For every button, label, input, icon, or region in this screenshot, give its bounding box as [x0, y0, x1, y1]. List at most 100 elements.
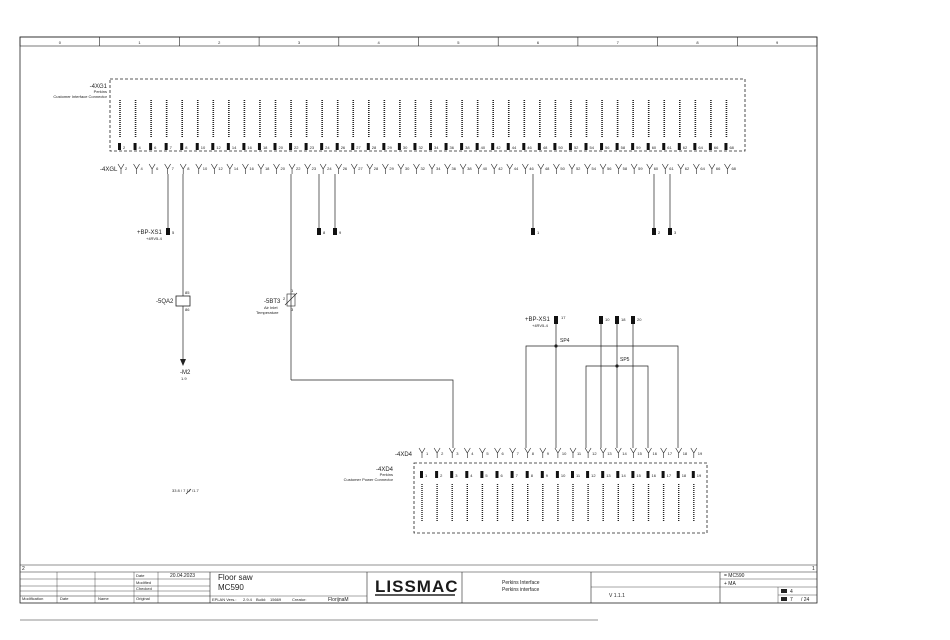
xd4-terminal-label: 11	[577, 451, 582, 456]
xd4-pin-label: 11	[576, 473, 581, 478]
xg1-pin-block	[568, 143, 572, 150]
m2-sub: 1.9	[181, 376, 187, 381]
xd4-terminal-label: 2	[441, 451, 444, 456]
plug-terminal-icon	[433, 447, 441, 458]
plug-terminal-icon	[335, 163, 342, 174]
pin-block-1	[531, 228, 535, 235]
xgl-terminal-label: 28	[374, 166, 379, 171]
plug-terminal-icon	[599, 447, 607, 458]
xd4-pin-label: 17	[667, 473, 672, 478]
xd4-pin-block	[540, 471, 544, 478]
column-label: 4	[378, 40, 381, 45]
xg1-pin-label: 18	[263, 145, 268, 150]
pin-label-1: 1	[537, 230, 540, 235]
tb-build-label: Build:	[256, 597, 266, 602]
tb-eplan-ver: 2.9.4	[243, 597, 253, 602]
xg1-pin-block	[444, 143, 448, 150]
xd4-pin-label: 3	[455, 473, 458, 478]
xg1-pin-block	[506, 143, 510, 150]
tb-date: 20.04.2023	[170, 573, 195, 579]
plug-terminal-icon	[661, 163, 669, 174]
xg1-pin-block	[677, 143, 681, 150]
xd4-terminal-label: 12	[592, 451, 597, 456]
row-label-right: 1	[812, 566, 815, 572]
plug-terminal-icon	[382, 163, 389, 174]
xd4-pin-block	[646, 471, 650, 478]
xg1-pin-label: 16	[247, 145, 252, 150]
xd4-pin-block	[525, 471, 529, 478]
xd4-pin-label: 10	[561, 473, 566, 478]
plug-terminal-icon	[539, 447, 547, 458]
xgl-terminal-label: 60	[654, 166, 659, 171]
plug-terminal-icon	[677, 163, 685, 174]
column-label: 1	[138, 40, 141, 45]
tb-date-label: Date	[136, 573, 145, 578]
pin-block-20	[631, 316, 635, 324]
xd4-terminal-label: 13	[607, 451, 612, 456]
sbt3-pin1: 1	[291, 288, 294, 293]
title-block: Date 20.04.2023 Modified Checked Origina…	[20, 571, 817, 603]
sbt3-pin2: 2	[283, 296, 286, 301]
bp-xs1-top-pin-block	[166, 228, 170, 235]
xd4-terminal-label: 10	[562, 451, 567, 456]
xgl-tag: -4XGL	[100, 167, 118, 173]
plug-terminal-icon	[350, 163, 358, 174]
xg1-pin-label: 28	[372, 145, 377, 150]
plug-terminal-icon	[117, 163, 125, 174]
plug-terminal-icon	[708, 163, 716, 174]
tb-checked-label: Checked	[136, 586, 152, 591]
xd4-pin-block	[661, 471, 665, 478]
xd4-pin-label: 2	[440, 473, 443, 478]
xd4-pin-label: 13	[606, 473, 611, 478]
xg1-pin-label: 56	[605, 145, 610, 150]
xg1-pin-label: 54	[590, 145, 595, 150]
xd4-pin-block	[480, 471, 484, 478]
xgl-terminal-label: 54	[592, 166, 597, 171]
xd4-pin-label: 5	[485, 473, 488, 478]
column-label: 5	[457, 40, 460, 45]
column-label: 0	[59, 40, 62, 45]
xg1-pin-block	[646, 143, 650, 150]
plug-terminal-icon	[304, 163, 311, 174]
xgl-terminal-label: 22	[296, 166, 301, 171]
xd4-terminal-label: 16	[653, 451, 658, 456]
xd4-pin-block	[465, 471, 469, 478]
plug-terminal-icon	[584, 163, 591, 174]
xd4-title: Customer Power Connector	[344, 477, 394, 482]
xg1-pin-block	[708, 143, 712, 150]
plug-terminal-icon	[660, 447, 667, 458]
tb-name-col: Name	[98, 596, 109, 601]
xgl-terminal-label: 61	[669, 166, 674, 171]
xg1-pin-label: 29	[387, 145, 392, 150]
xgl-terminal-label: 48	[545, 166, 550, 171]
xg1-pin-label: 48	[543, 145, 548, 150]
xgl-terminal-label: 58	[623, 166, 628, 171]
xgl-terminal-label: 68	[731, 166, 736, 171]
tb-code2: + MA	[724, 581, 736, 587]
xd4-terminal-label: 7	[517, 451, 520, 456]
xg1-pin-block	[522, 143, 526, 150]
xd4-pin-block	[555, 471, 559, 478]
xd4-pin-label: 6	[501, 473, 504, 478]
pin-block-9	[333, 228, 337, 235]
xd4-pin-block	[420, 471, 423, 478]
xg1-pin-label: 30	[403, 145, 408, 150]
xg1-pin-label: 60	[652, 145, 657, 150]
tb-date-col: Date	[60, 596, 69, 601]
xd4-pin-block	[571, 471, 574, 478]
xgl-terminal-label: 56	[607, 166, 612, 171]
column-dividers	[99, 37, 738, 46]
xg1-pin-block	[149, 143, 153, 150]
xgl-terminal-label: 29	[389, 166, 394, 171]
xg1-pin-label: 14	[232, 145, 237, 150]
column-label: 2	[218, 40, 221, 45]
xgl-terminal-label: 2	[125, 166, 128, 171]
sp4-label: SP4	[560, 338, 570, 344]
xgl-terminal-label: 59	[638, 166, 643, 171]
xg1-pin-label: 36	[450, 145, 455, 150]
column-label: 6	[537, 40, 540, 45]
xd4-terminal-label: 18	[683, 451, 688, 456]
xg1-pin-block	[289, 143, 293, 150]
pin-label-10: 10	[605, 317, 610, 322]
